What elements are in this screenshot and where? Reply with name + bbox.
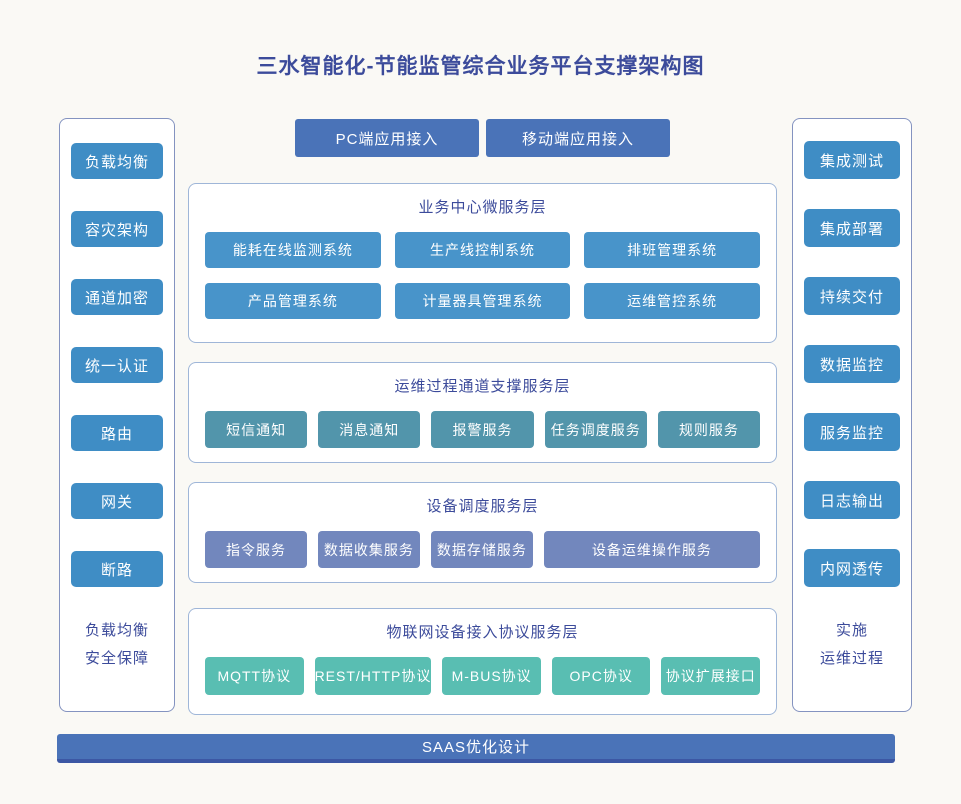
layer-iot-protocols: 物联网设备接入协议服务层 MQTT协议 REST/HTTP协议 M-BUS协议 OPC… — [188, 608, 777, 715]
layer-channel-title: 运维过程通道支撑服务层 — [394, 378, 571, 395]
devops-node: 服务监控 — [804, 413, 900, 451]
security-node: 容灾架构 — [71, 211, 163, 247]
protocol-node: M-BUS协议 — [442, 657, 541, 695]
left-panel-caption-line1: 负载均衡 — [84, 622, 149, 639]
channel-service-node: 报警服务 — [431, 411, 534, 448]
devops-node: 集成部署 — [804, 209, 900, 247]
top-access-node: PC端应用接入 — [295, 119, 479, 157]
devops-node: 持续交付 — [804, 277, 900, 315]
left-panel: 负载均衡容灾架构通道加密统一认证路由网关断路 负载均衡 安全保障 — [59, 118, 175, 712]
security-node: 统一认证 — [71, 347, 163, 383]
device-service-node: 指令服务 — [205, 531, 307, 568]
device-service-node: 设备运维操作服务 — [543, 531, 760, 568]
saas-bar-label: SAAS优化设计 — [421, 739, 531, 756]
protocol-node: 协议扩展接口 — [661, 657, 761, 695]
right-panel-caption-line2: 运维过程 — [819, 650, 884, 667]
devops-node: 内网透传 — [804, 549, 900, 587]
channel-service-node: 规则服务 — [657, 411, 761, 448]
left-panel-items: 负载均衡容灾架构通道加密统一认证路由网关断路 — [60, 143, 174, 587]
microservice-node: 运维管控系统 — [584, 283, 760, 319]
microservice-node: 排班管理系统 — [584, 232, 760, 268]
layer-device-title: 设备调度服务层 — [426, 498, 539, 515]
top-access-row: PC端应用接入移动端应用接入 — [188, 119, 777, 157]
microservice-node: 产品管理系统 — [205, 283, 381, 319]
saas-bar: SAAS优化设计 — [57, 734, 895, 763]
left-panel-caption: 负载均衡 安全保障 — [85, 617, 149, 673]
layer-iot-items: MQTT协议 REST/HTTP协议 M-BUS协议 OPC协议协议扩展接口 — [205, 657, 761, 695]
device-service-node: 数据收集服务 — [317, 531, 420, 568]
channel-service-node: 消息通知 — [318, 411, 421, 448]
protocol-node: REST/HTTP协议 — [314, 657, 432, 695]
microservice-node: 计量器具管理系统 — [394, 283, 571, 319]
layer-device-scheduling: 设备调度服务层 指令服务数据收集服务数据存储服务设备运维操作服务 — [188, 482, 777, 583]
microservice-node: 能耗在线监测系统 — [205, 232, 381, 268]
left-panel-caption-line2: 安全保障 — [84, 650, 149, 667]
layer-channel-support: 运维过程通道支撑服务层 短信通知消息通知报警服务任务调度服务规则服务 — [188, 362, 777, 463]
right-panel-items: 集成测试集成部署持续交付数据监控服务监控日志输出内网透传 — [793, 141, 911, 587]
layer-business-items: 能耗在线监测系统生产线控制系统排班管理系统产品管理系统计量器具管理系统运维管控系… — [205, 232, 760, 319]
devops-node: 日志输出 — [804, 481, 900, 519]
devops-node: 集成测试 — [804, 141, 900, 179]
layer-iot-title: 物联网设备接入协议服务层 — [386, 624, 579, 641]
right-panel-caption: 实施 运维过程 — [820, 617, 884, 673]
right-panel-caption-line1: 实施 — [835, 622, 868, 639]
security-node: 断路 — [71, 551, 163, 587]
microservice-node: 生产线控制系统 — [394, 232, 571, 268]
layer-device-items: 指令服务数据收集服务数据存储服务设备运维操作服务 — [205, 531, 760, 568]
protocol-node: MQTT协议 — [205, 657, 304, 695]
layer-channel-items: 短信通知消息通知报警服务任务调度服务规则服务 — [205, 411, 761, 448]
device-service-node: 数据存储服务 — [430, 531, 533, 568]
protocol-node: OPC协议 — [551, 657, 651, 695]
layer-business-title: 业务中心微服务层 — [418, 199, 547, 216]
right-panel: 集成测试集成部署持续交付数据监控服务监控日志输出内网透传 实施 运维过程 — [792, 118, 912, 712]
page-title: 三水智能化-节能监管综合业务平台支撑架构图 — [256, 55, 705, 78]
channel-service-node: 短信通知 — [205, 411, 308, 448]
channel-service-node: 任务调度服务 — [544, 411, 647, 448]
devops-node: 数据监控 — [804, 345, 900, 383]
security-node: 网关 — [71, 483, 163, 519]
security-node: 通道加密 — [71, 279, 163, 315]
layer-business-microservices: 业务中心微服务层 能耗在线监测系统生产线控制系统排班管理系统产品管理系统计量器具… — [188, 183, 777, 343]
top-access-node: 移动端应用接入 — [486, 119, 670, 157]
security-node: 路由 — [71, 415, 163, 451]
security-node: 负载均衡 — [71, 143, 163, 179]
